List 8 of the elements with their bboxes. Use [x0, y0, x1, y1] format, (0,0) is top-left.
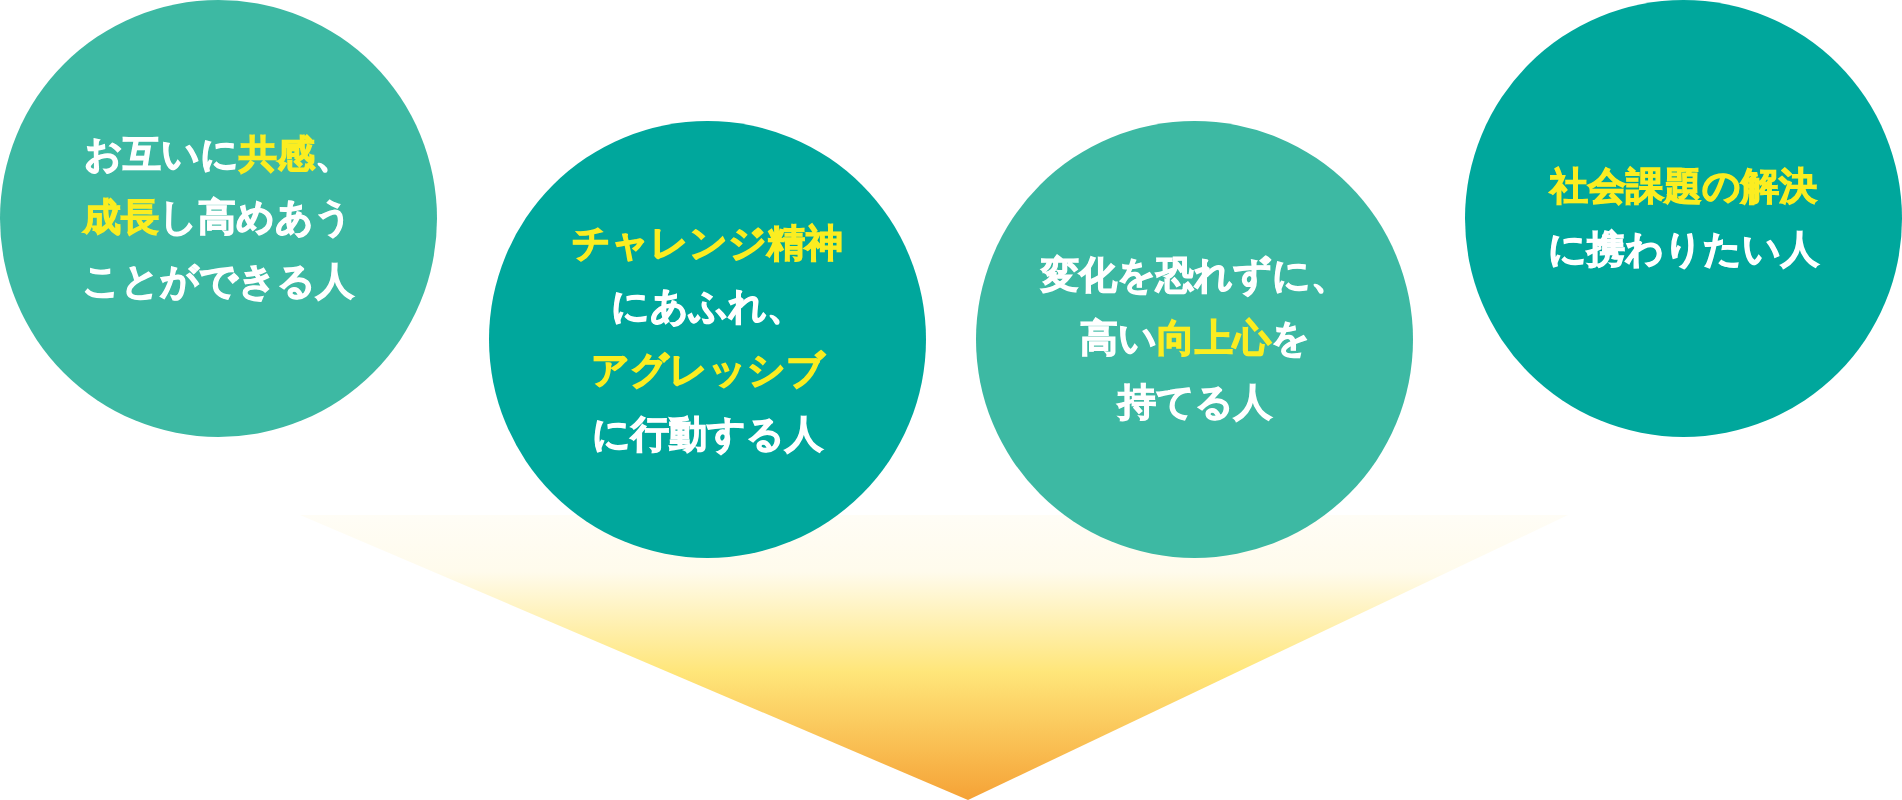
circle-label: 変化を恐れずに、高い向上心を持てる人 — [1039, 251, 1350, 427]
circle-label: チャレンジ精神にあふれ、アグレッシブに行動する人 — [571, 219, 844, 459]
circle-label: お互いに共感、成長し高めあうことができる人 — [81, 130, 356, 306]
circle-node — [0, 0, 437, 437]
circle-node — [976, 121, 1413, 558]
circle-node — [489, 121, 926, 558]
circle-node — [1465, 0, 1902, 437]
circle-label: 社会課題の解決に携わりたい人 — [1547, 162, 1820, 274]
